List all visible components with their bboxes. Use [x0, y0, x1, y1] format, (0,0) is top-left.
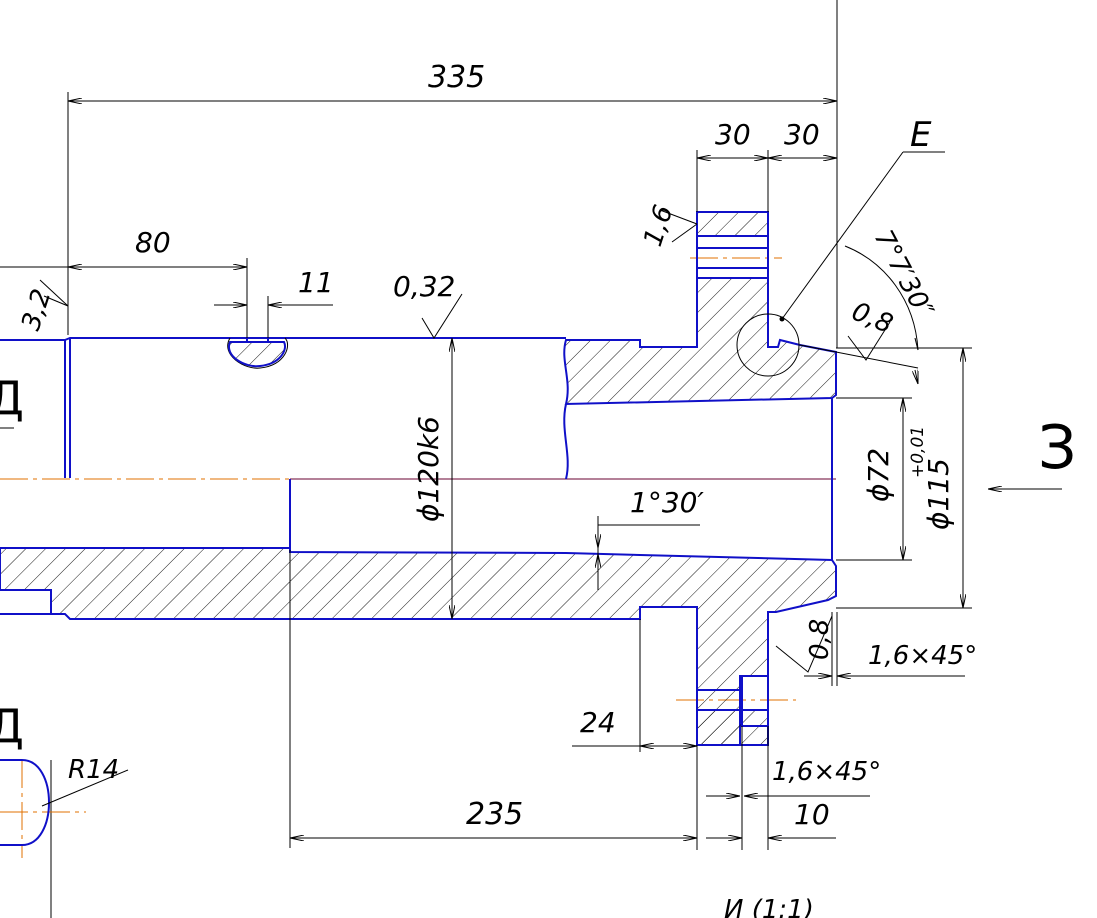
detail-callout-label: E — [910, 115, 932, 155]
roughness-left-end: 3,2 — [16, 279, 69, 335]
roughness-label-32: 3,2 — [16, 286, 57, 335]
dim-label-30-right: 30 — [784, 118, 820, 151]
dim-label-chamfer-right: 1,6×45° — [868, 641, 977, 671]
dim-hole-offset: 10 — [706, 798, 836, 838]
section-marker-bottom: Д — [0, 699, 24, 753]
centerlines — [0, 257, 836, 858]
dim-seat-diameter: ϕ115 +0,01 — [836, 347, 972, 609]
dim-radius: R14 — [41, 755, 129, 807]
dim-label-d72: ϕ72 — [862, 448, 895, 502]
dim-label-10: 10 — [794, 798, 830, 831]
dim-overall-length: 335 — [68, 60, 837, 101]
detail-circle-e: E — [736, 115, 945, 377]
roughness-label-flange: 1,6 — [638, 202, 679, 251]
dim-flange-widths: 30 30 — [696, 118, 837, 212]
frame-lines — [50, 0, 838, 918]
dim-flange-offset: 24 — [572, 619, 698, 850]
dim-left-step: 80 — [0, 226, 248, 338]
dim-label-r14: R14 — [68, 755, 119, 785]
dim-chamfer-hole: 1,6×45° — [706, 726, 881, 850]
section-marker-top: Д — [0, 371, 24, 425]
part-section-lower — [0, 547, 837, 746]
dim-label-30-left: 30 — [715, 118, 751, 151]
dim-shaft-diameter: ϕ120k6 — [412, 338, 452, 619]
dim-label-d120k6: ϕ120k6 — [412, 416, 445, 522]
roughness-flange: 1,6 — [638, 202, 698, 251]
dim-label-chamfer-hole: 1,6×45° — [772, 757, 881, 787]
dim-groove-width: 11 — [214, 266, 334, 338]
detail-title: И (1:1) — [724, 895, 814, 918]
roughness-seat-bottom: 0,8 — [775, 615, 835, 673]
dim-label-d115: ϕ115 — [922, 458, 955, 530]
dim-bore-diameter: ϕ72 — [836, 397, 912, 561]
dim-chamfer-right: 1,6×45° — [804, 612, 977, 686]
roughness-label-08-bottom: 0,8 — [805, 619, 835, 660]
view-label: З — [1038, 413, 1076, 483]
dim-label-335: 335 — [428, 60, 485, 95]
dim-label-24: 24 — [580, 706, 616, 739]
dim-label-80: 80 — [135, 226, 171, 259]
dim-taper-angle: 1°30′ — [598, 486, 704, 590]
roughness-label-032: 0,32 — [393, 270, 455, 303]
dim-label-taper: 1°30′ — [630, 486, 704, 519]
dim-label-11: 11 — [298, 266, 334, 299]
part-section-upper — [563, 211, 837, 406]
dim-label-235: 235 — [466, 797, 523, 832]
roughness-shaft: 0,32 — [393, 270, 463, 339]
part-contour — [0, 337, 837, 846]
dim-bore-depth: 235 — [289, 550, 697, 848]
dim-label-d115-tolerance: +0,01 — [908, 426, 928, 478]
roughness-label-08-top: 0,8 — [847, 297, 897, 340]
roughness-seat-top: 0,8 — [847, 297, 897, 361]
view-arrow-z: З — [988, 413, 1076, 489]
